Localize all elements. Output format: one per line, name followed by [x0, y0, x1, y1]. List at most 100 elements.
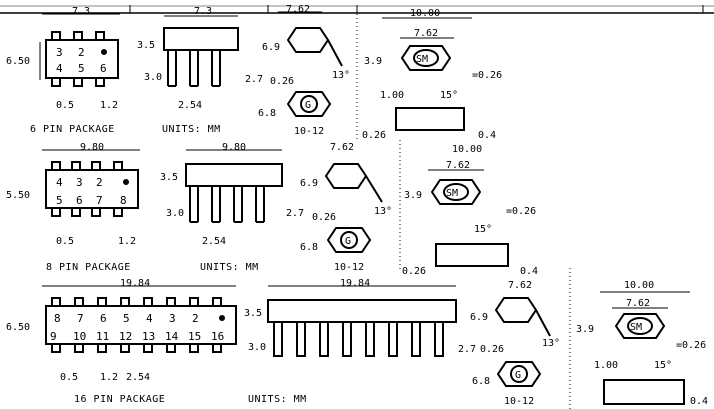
pin-label: 2	[96, 176, 103, 189]
sm-foot-label: 1.00	[594, 360, 618, 371]
sm-mark: SM	[446, 188, 458, 199]
sm-pad-label: 0.4	[478, 130, 496, 141]
side-width-label: 7.3	[194, 6, 212, 17]
pin-label: 3	[76, 176, 83, 189]
pin-label: 11	[96, 330, 109, 343]
pin-label: 13	[142, 330, 155, 343]
pin-label: 8	[120, 194, 127, 207]
sm-outer-label: 10.00	[624, 280, 654, 291]
pin-label: 7	[96, 194, 103, 207]
pin-label: 6	[100, 312, 107, 325]
pin-label: 8	[54, 312, 61, 325]
sm-pad-label: 0.4	[690, 396, 708, 407]
pkg8-side-view: 9.80 3.5 3.0 2.7 2.54 UNITS: MM	[160, 142, 304, 273]
sm-inner-label: 7.62	[414, 28, 438, 39]
sm-view-2: 10.00 7.62 3.9 SM =0.26 15° 0.26 0.4	[402, 144, 538, 277]
pitch-label: 1.2	[118, 236, 136, 247]
pin-label: 16	[211, 330, 224, 343]
side-width-label: 19.84	[340, 278, 370, 289]
end-width-label: 7.62	[508, 280, 532, 291]
pin-label: 3	[56, 46, 63, 59]
pkg16-units: UNITS: MM	[248, 394, 307, 405]
pitch-label: 0.5	[56, 236, 74, 247]
side-h3-label: 2.7	[286, 208, 304, 219]
side-h1-label: 3.5	[137, 40, 155, 51]
sm-h-label: 3.9	[404, 190, 422, 201]
end-range-label: 10-12	[334, 262, 364, 273]
pkg6-width-label: 7.3	[72, 6, 90, 17]
top-frame-border	[0, 0, 714, 14]
end-range-label: 10-12	[294, 126, 324, 137]
end-angle-label: 13°	[332, 70, 350, 81]
sm-angle-label: 15°	[440, 90, 458, 101]
pin-label: 7	[77, 312, 84, 325]
pkg6-end-view: 7.62 6.9 0.26 13° 6.8 G 10-12	[258, 4, 350, 137]
end-lead-label: 0.26	[312, 212, 336, 223]
end-h2-label: 6.8	[472, 376, 490, 387]
sm-view-1: 10.00 7.62 3.9 SM =0.26 1.00 15° 0.26 0.…	[362, 8, 502, 141]
pkg8-width-label: 9.80	[80, 142, 104, 153]
sm-mark: SM	[416, 54, 428, 65]
pin-label: 6	[76, 194, 83, 207]
pkg8-height-label: 5.50	[6, 190, 30, 201]
side-h3-label: 2.7	[245, 74, 263, 85]
pin1-dot	[123, 179, 129, 185]
sm-angle-label: 15°	[474, 224, 492, 235]
side-h2-label: 3.0	[144, 72, 162, 83]
pkg16-side-view: 19.84 3.5 3.0 2.7 UNITS: MM	[244, 278, 476, 405]
sm-lead-label: =0.26	[676, 340, 706, 351]
pitch-label: 0.5	[56, 100, 74, 111]
side-h2-label: 3.0	[248, 342, 266, 353]
pin-label: 5	[56, 194, 63, 207]
sm-foot-label: 1.00	[380, 90, 404, 101]
pkg6-side-view: 7.3 3.5 3.0 2.7 2.54 UNITS: MM	[137, 6, 263, 135]
pkg6-top-view: 7.3 6.50 3 2 4 5 6 0.5 1.2 6 PIN PACKAGE	[6, 6, 120, 135]
pin-label: 15	[188, 330, 201, 343]
pin-label: 9	[50, 330, 57, 343]
pin-label: 4	[56, 176, 63, 189]
pkg8-end-view: 7.62 6.9 0.26 13° 6.8 G 10-12	[300, 142, 392, 273]
sm-angle-label: 15°	[654, 360, 672, 371]
side-h1-label: 3.5	[160, 172, 178, 183]
end-mark: G	[345, 236, 351, 247]
pin-label: 10	[73, 330, 86, 343]
pin1-dot	[101, 49, 107, 55]
pkg16-width-label: 19.84	[120, 278, 150, 289]
pitch-label: 1.2	[100, 372, 118, 383]
end-mark: G	[305, 100, 311, 111]
end-mark: G	[515, 370, 521, 381]
sm-left-lead-label: 0.26	[402, 266, 426, 277]
sm-pad-label: 0.4	[520, 266, 538, 277]
pin1-dot	[219, 315, 225, 321]
end-h2-label: 6.8	[258, 108, 276, 119]
pkg6-units: UNITS: MM	[162, 124, 221, 135]
end-h1-label: 6.9	[470, 312, 488, 323]
end-h1-label: 6.9	[300, 178, 318, 189]
pkg16-height-label: 6.50	[6, 322, 30, 333]
pkg6-height-label: 6.50	[6, 56, 30, 67]
pitch-label: 2.54	[126, 372, 150, 383]
sm-inner-label: 7.62	[626, 298, 650, 309]
end-width-label: 7.62	[330, 142, 354, 153]
end-lead-label: 0.26	[270, 76, 294, 87]
pin-label: 5	[78, 62, 85, 75]
pkg8-top-view: 9.80 5.50 4 3 2 5 6 7 8 0.5 1.2 8 PIN PA…	[6, 142, 140, 273]
pin-label: 2	[78, 46, 85, 59]
side-h1-label: 3.5	[244, 308, 262, 319]
pkg8-units: UNITS: MM	[200, 262, 259, 273]
end-lead-label: 0.26	[480, 344, 504, 355]
pkg16-caption: 16 PIN PACKAGE	[74, 394, 165, 405]
pin-label: 3	[169, 312, 176, 325]
sm-outer-label: 10.00	[410, 8, 440, 19]
pin-label: 2	[192, 312, 199, 325]
side-pitch-label: 2.54	[178, 100, 202, 111]
pkg6-caption: 6 PIN PACKAGE	[30, 124, 115, 135]
pin-label: 6	[100, 62, 107, 75]
end-h1-label: 6.9	[262, 42, 280, 53]
pitch-label: 0.5	[60, 372, 78, 383]
side-width-label: 9.80	[222, 142, 246, 153]
end-h2-label: 6.8	[300, 242, 318, 253]
pin-label: 4	[146, 312, 153, 325]
